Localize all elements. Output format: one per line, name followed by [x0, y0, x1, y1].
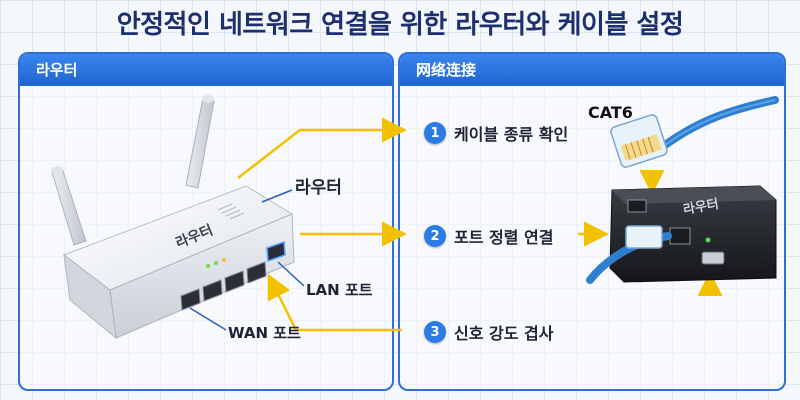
lan-port[interactable] [266, 240, 286, 263]
lan-port[interactable] [202, 279, 223, 302]
step-2-label: 포트 정렬 연결 [454, 228, 554, 247]
step-1: 1 케이블 종류 확인 [424, 121, 568, 145]
wan-leader-line [189, 307, 227, 331]
lan-port-callout: LAN 포트 [306, 281, 373, 299]
signal-waveform [594, 290, 752, 370]
cable-type-label: CAT6 [588, 103, 633, 122]
arrow-step-3 [267, 273, 402, 332]
router-leader-line [261, 189, 293, 203]
status-led [214, 261, 218, 265]
wan-port[interactable] [180, 288, 201, 311]
device-port[interactable] [669, 227, 691, 245]
step-3-number: 3 [424, 321, 446, 343]
cable-plug [625, 225, 663, 249]
status-led [206, 264, 210, 268]
step-1-number: 1 [424, 122, 446, 144]
router-callout: 라우터 [295, 178, 342, 198]
router-antenna-right [185, 95, 215, 189]
network-device-illustration: 라우터 [586, 185, 777, 284]
step-3: 3 신호 강도 겹사 [424, 320, 553, 344]
router-antenna-left [51, 166, 87, 246]
lan-leader-line [277, 261, 305, 287]
page-title: 안정적인 네트워크 연결을 위한 라우터와 케이블 설정 [116, 10, 684, 40]
device-status-led [705, 237, 711, 243]
connection-panel-header: 网络连接 [400, 54, 784, 86]
device-port[interactable] [627, 199, 647, 213]
lan-port[interactable] [224, 270, 245, 293]
arrow-step-1 [237, 117, 407, 179]
step-2: 2 포트 정렬 연결 [424, 224, 553, 248]
cat6-cable-illustration [610, 96, 779, 168]
step-1-label: 케이블 종류 확인 [454, 125, 569, 144]
step-2-number: 2 [424, 225, 446, 247]
router-panel-header: 라우터 [20, 54, 392, 86]
router-illustration: 라우터 [51, 95, 295, 340]
status-led [222, 258, 226, 262]
step-3-label: 신호 강도 겹사 [454, 324, 554, 343]
wan-port-callout: WAN 포트 [228, 324, 301, 342]
device-brand-label: 라우터 [682, 196, 720, 218]
usb-port[interactable] [701, 251, 725, 265]
lan-port[interactable] [246, 261, 267, 284]
